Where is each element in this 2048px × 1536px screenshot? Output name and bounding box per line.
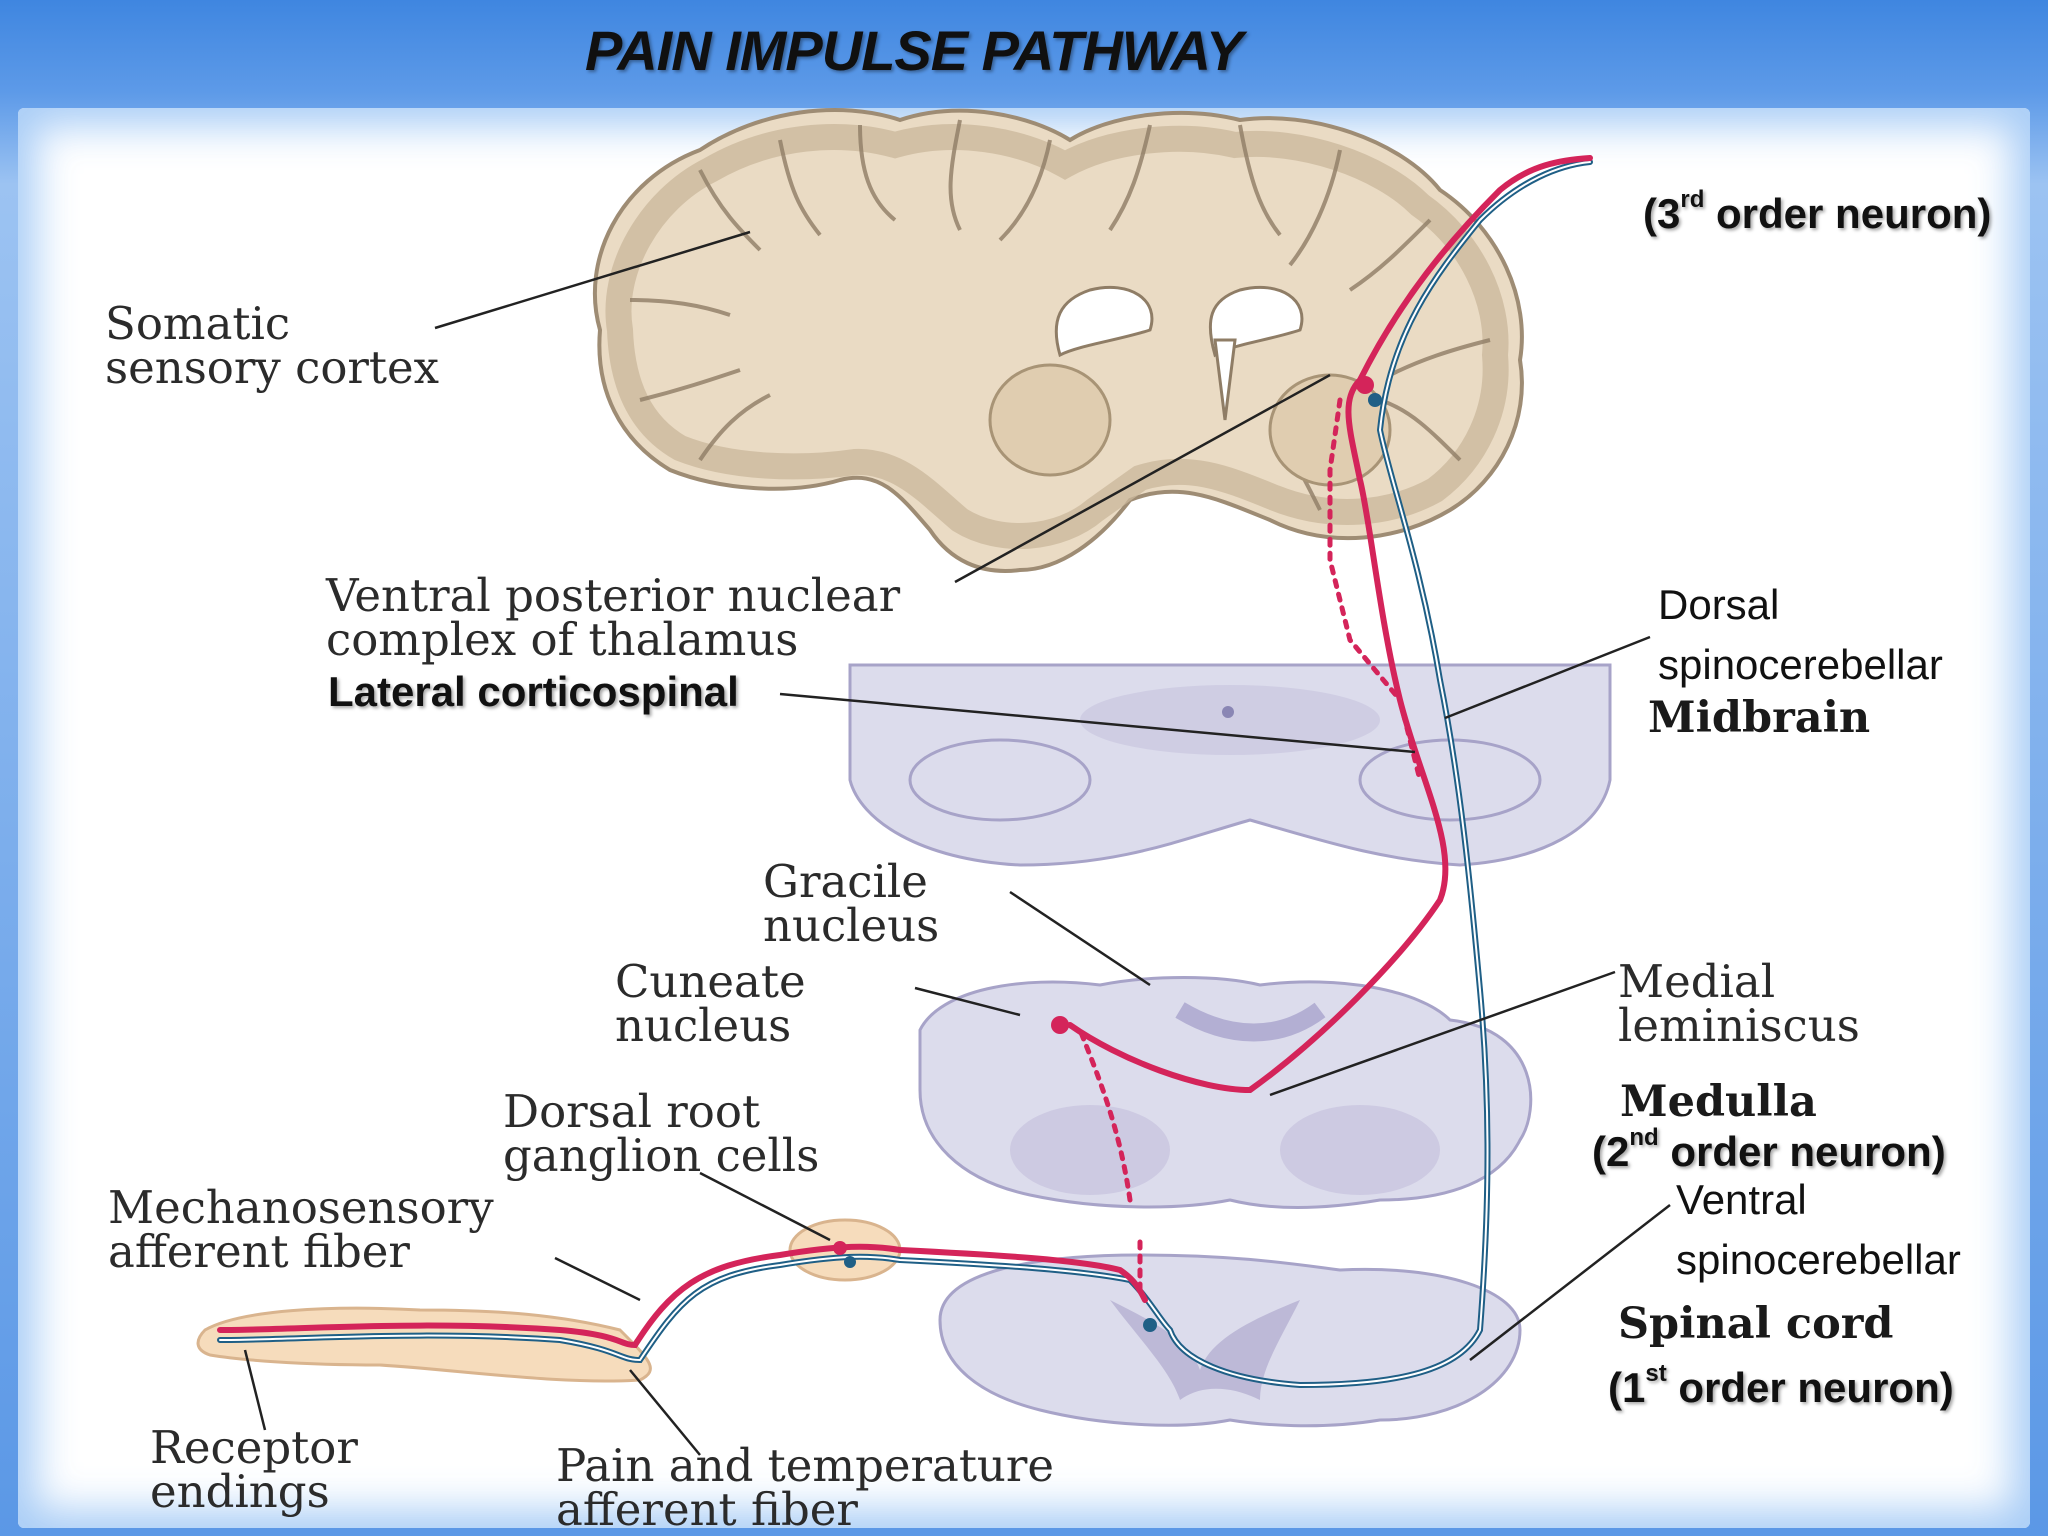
label-gracile-nucleus: Gracile nucleus: [763, 855, 940, 952]
label-line: endings: [150, 1465, 330, 1518]
label-line: Receptor: [150, 1421, 358, 1474]
label-ventral-posterior-nuclear-complex: Ventral posterior nuclear complex of tha…: [326, 569, 901, 666]
label-ventral-spinocerebellar: Ventral spinocerebellar: [1676, 1170, 1961, 1290]
label-line: Mechanosensory: [108, 1181, 494, 1234]
label-line: Medial: [1618, 955, 1776, 1008]
label-medulla: Medulla: [1620, 1077, 1817, 1127]
label-text: (2: [1592, 1128, 1630, 1175]
page-title: PAIN IMPULSE PATHWAY: [585, 19, 1243, 82]
label-text: order neuron): [1704, 190, 1992, 237]
label-line: Dorsal: [1658, 581, 1780, 628]
label-line: Ventral: [1676, 1176, 1807, 1223]
label-line: Ventral posterior nuclear: [326, 569, 901, 622]
label-text: order neuron): [1658, 1128, 1946, 1175]
label-line: spinocerebellar: [1658, 641, 1943, 688]
label-superscript: st: [1645, 1360, 1667, 1387]
label-receptor-endings: Receptor endings: [150, 1421, 358, 1518]
label-dorsal-root-ganglion-cells: Dorsal root ganglion cells: [503, 1085, 820, 1182]
label-line: ganglion cells: [503, 1129, 820, 1182]
label-midbrain: Midbrain: [1648, 693, 1871, 743]
label-line: Dorsal root: [503, 1085, 761, 1138]
label-dorsal-spinocerebellar: Dorsal spinocerebellar: [1658, 575, 1943, 695]
leader-lines: [243, 230, 1671, 1456]
label-text: order neuron): [1666, 1364, 1954, 1411]
brain-section: [592, 108, 1524, 573]
label-somatic-sensory-cortex: Somatic sensory cortex: [105, 297, 440, 394]
medulla-section: [918, 976, 1533, 1209]
midbrain-section: [848, 663, 1612, 867]
label-medial-leminiscus: Medial leminiscus: [1618, 955, 1860, 1052]
label-line: afferent fiber: [556, 1483, 858, 1536]
label-cuneate-nucleus: Cuneate nucleus: [615, 955, 806, 1052]
label-mechanosensory-afferent-fiber: Mechanosensory afferent fiber: [108, 1181, 494, 1278]
label-third-order-neuron: (3rd order neuron): [1643, 186, 1992, 238]
label-pain-and-temperature-afferent-fiber: Pain and temperature afferent fiber: [556, 1439, 1055, 1536]
label-line: nucleus: [763, 899, 940, 952]
label-line: nucleus: [615, 999, 792, 1052]
label-line: afferent fiber: [108, 1225, 410, 1278]
label-line: Gracile: [763, 855, 928, 908]
label-superscript: nd: [1629, 1124, 1659, 1151]
label-text: (3: [1643, 190, 1681, 237]
label-line: Somatic: [105, 297, 291, 350]
label-line: sensory cortex: [105, 341, 440, 394]
label-line: Cuneate: [615, 955, 806, 1008]
label-first-order-neuron: (1st order neuron): [1608, 1360, 1954, 1412]
label-line: leminiscus: [1618, 999, 1860, 1052]
label-line: spinocerebellar: [1676, 1236, 1961, 1283]
label-lateral-corticospinal: Lateral corticospinal: [328, 668, 739, 715]
label-line: complex of thalamus: [326, 613, 799, 666]
label-superscript: rd: [1680, 186, 1705, 213]
spinal-cord-section: [938, 1253, 1522, 1428]
label-second-order-neuron: (2nd order neuron): [1592, 1124, 1946, 1176]
label-text: (1: [1608, 1364, 1646, 1411]
label-line: Pain and temperature: [556, 1439, 1055, 1492]
label-spinal-cord: Spinal cord: [1618, 1299, 1894, 1349]
neural-pathways: [217, 155, 1593, 1389]
